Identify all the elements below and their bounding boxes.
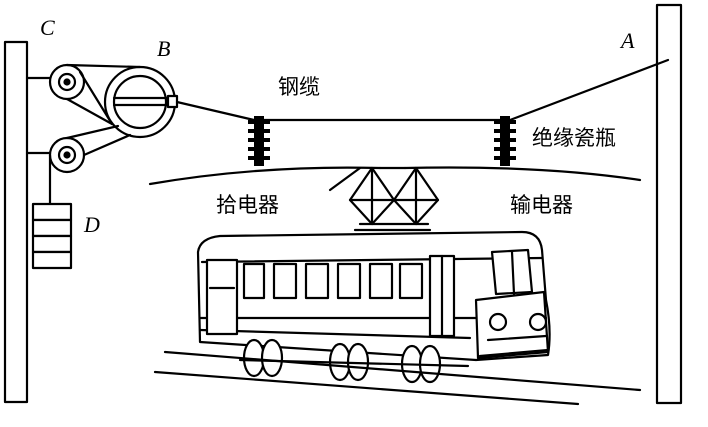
- rails: [153, 350, 642, 406]
- tram: [196, 230, 551, 362]
- label-transmission: 输电器: [510, 193, 573, 217]
- right-pole: [655, 3, 683, 405]
- pulley-lower: [48, 136, 86, 174]
- label-point-b: B: [157, 36, 171, 61]
- pulley-ropes: [48, 63, 142, 206]
- weight-d: [31, 202, 73, 270]
- label-point-c: C: [40, 15, 55, 40]
- label-insulator: 绝缘瓷瓶: [532, 126, 616, 150]
- label-point-d: D: [84, 212, 100, 237]
- transmission-wire: [148, 166, 642, 192]
- label-point-a: A: [621, 28, 635, 53]
- insulator-right: [494, 116, 516, 166]
- pantograph: [348, 166, 440, 232]
- steel-cable: [175, 58, 670, 122]
- label-cable: 钢缆: [278, 75, 320, 99]
- pulley-c: [48, 63, 86, 101]
- left-pole: [3, 40, 54, 404]
- insulator-left: [248, 116, 270, 166]
- label-collector: 拾电器: [216, 193, 279, 217]
- pulley-b: [103, 65, 179, 139]
